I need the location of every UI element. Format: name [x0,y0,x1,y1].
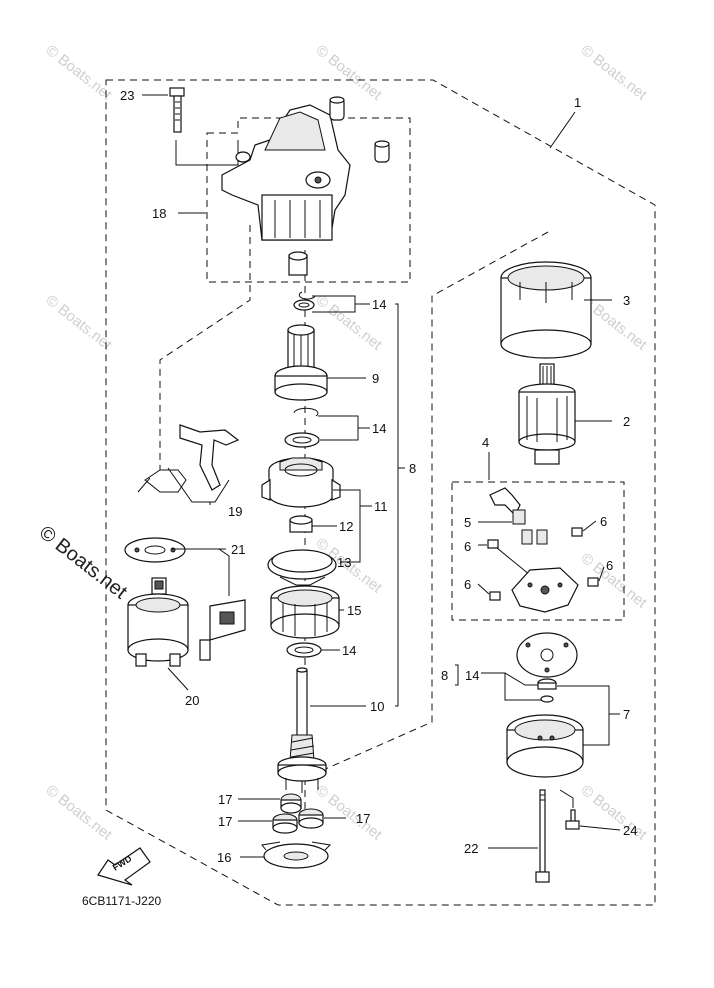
screw-part-24 [565,809,580,830]
washer-part-14 [286,642,322,658]
callout-20: 20 [185,693,199,708]
callout-6: 6 [606,558,613,573]
motor-yoke-part-18 [221,96,390,241]
callout-labels: 1 2 3 4 5 6 6 6 6 7 8 8 9 10 11 12 13 14… [120,88,637,865]
callout-19: 19 [228,504,242,519]
callout-5: 5 [464,515,471,530]
axis-line-left [159,225,251,470]
callout-10: 10 [370,699,384,714]
callout-17: 17 [218,792,232,807]
internal-gear-part-15 [270,585,340,639]
solenoid-part-20 [127,577,189,667]
callout-18: 18 [152,206,166,221]
watermark: © Boats.net [313,42,386,104]
pinion-gear-part-9 [274,324,328,401]
watermark-large: © Boats.net [35,522,131,604]
callout-22: 22 [464,841,478,856]
fwd-arrow-icon: FWD [97,847,151,886]
watermark: © Boats.net [313,782,386,844]
through-bolt-part-22 [535,789,550,883]
circlip-part-14 [293,291,316,311]
callout-6: 6 [464,539,471,554]
end-plate [516,632,578,678]
watermark: © Boats.net [578,782,651,844]
armature-part-2 [518,363,576,465]
callout-23: 23 [120,88,134,103]
circlip-part-14-b [284,407,320,448]
lever-part-19 [137,424,240,493]
watermark: © Boats.net [43,782,116,844]
callout-1: 1 [574,95,581,110]
bearing-part-14-right [537,678,557,703]
end-cover-part-7 [506,714,584,778]
callout-9: 9 [372,371,379,386]
plate-part-16 [261,841,332,869]
callout-8: 8 [441,668,448,683]
brush-holder-group-box [451,481,625,621]
callout-12: 12 [339,519,353,534]
yoke-part-3 [500,261,592,359]
callout-14: 14 [372,421,386,436]
terminal-part-21 [199,599,246,661]
watermark: © Boats.net [578,42,651,104]
callout-15: 15 [347,603,361,618]
collar-part-12 [289,515,313,533]
brush-part-5 [489,487,548,545]
callout-4: 4 [482,435,489,450]
callout-17: 17 [356,811,370,826]
callout-14: 14 [342,643,356,658]
shaft-part-10 [277,667,327,793]
callout-21: 21 [231,542,245,557]
callout-11: 11 [374,499,388,514]
brush-holder-plate [511,567,579,613]
planet-gears-part-17 [272,793,324,834]
diagram-code: 6CB1171-J220 [82,894,161,908]
assembly-boundary [105,79,656,906]
clutch-housing-part-11 [261,457,341,508]
ring-part-13 [267,549,337,586]
watermark: © Boats.net [43,292,116,354]
gasket-part-21 [124,537,186,563]
spring-part-6 [487,527,599,601]
callout-14: 14 [465,668,479,683]
callout-13: 13 [337,555,351,570]
callout-14: 14 [372,297,386,312]
motor-yoke-group-box [206,117,411,283]
callout-16: 16 [217,850,231,865]
shaft-axis-line [304,231,549,779]
watermark: © Boats.net [43,42,116,104]
callout-17: 17 [218,814,232,829]
bolt-part-23 [169,87,185,133]
bushing [288,251,308,276]
callout-2: 2 [623,414,630,429]
callout-7: 7 [623,707,630,722]
callout-24: 24 [623,823,637,838]
callout-6: 6 [600,514,607,529]
callout-8: 8 [409,461,416,476]
callout-6: 6 [464,577,471,592]
callout-3: 3 [623,293,630,308]
